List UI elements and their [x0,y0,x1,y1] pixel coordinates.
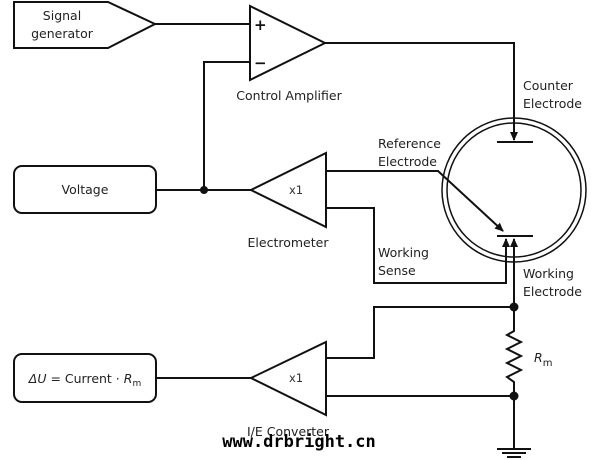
signal-generator-label-2: generator [31,26,94,41]
ie-converter-triangle [248,340,327,417]
electrometer: x1 Electrometer [248,151,330,250]
formula-block: ΔU = Current · Rm [13,353,157,403]
wire-reference-electrode [326,170,504,232]
signal-generator-shape [13,1,158,49]
resistor-label: Rm [534,350,552,369]
reference-electrode-label-2: Electrode [378,154,437,169]
working-sense-label-1: Working [378,245,429,260]
minus-sign: − [254,54,267,72]
wire-control-to-counter [325,42,518,141]
working-sense-label-2: Sense [378,263,416,278]
voltage-block: Voltage [13,165,157,214]
voltage-label: Voltage [62,182,109,197]
counter-electrode-label-2: Electrode [523,96,582,111]
junction-node-voltage [200,186,208,194]
electrometer-triangle [248,151,327,229]
formula-text: ΔU = Current · Rm [28,371,141,389]
ie-converter: x1 I/E Converter [247,340,330,439]
counter-electrode-label-1: Counter [523,78,574,93]
electrometer-label: Electrometer [248,235,330,250]
wire-feedback-minus [203,61,250,190]
wire-working-sense [326,207,510,284]
ie-converter-gain: x1 [289,371,303,385]
ground-icon [497,448,531,458]
plus-sign: + [254,16,267,34]
wire-ie-to-working [326,306,514,359]
reference-electrode-label-1: Reference [378,136,441,151]
control-amplifier: + − Control Amplifier [236,4,343,103]
signal-generator-label-1: Signal [43,8,81,23]
ie-converter-label: I/E Converter [247,424,330,439]
control-amplifier-triangle [249,4,328,82]
control-amplifier-label: Control Amplifier [236,88,342,103]
working-electrode-label-2: Electrode [523,284,582,299]
resistor-rm [504,307,524,449]
signal-generator-block: Signal generator [13,1,158,49]
working-electrode-label-1: Working [523,266,574,281]
electrometer-gain: x1 [289,183,303,197]
watermark: www.drbright.cn [222,432,376,452]
